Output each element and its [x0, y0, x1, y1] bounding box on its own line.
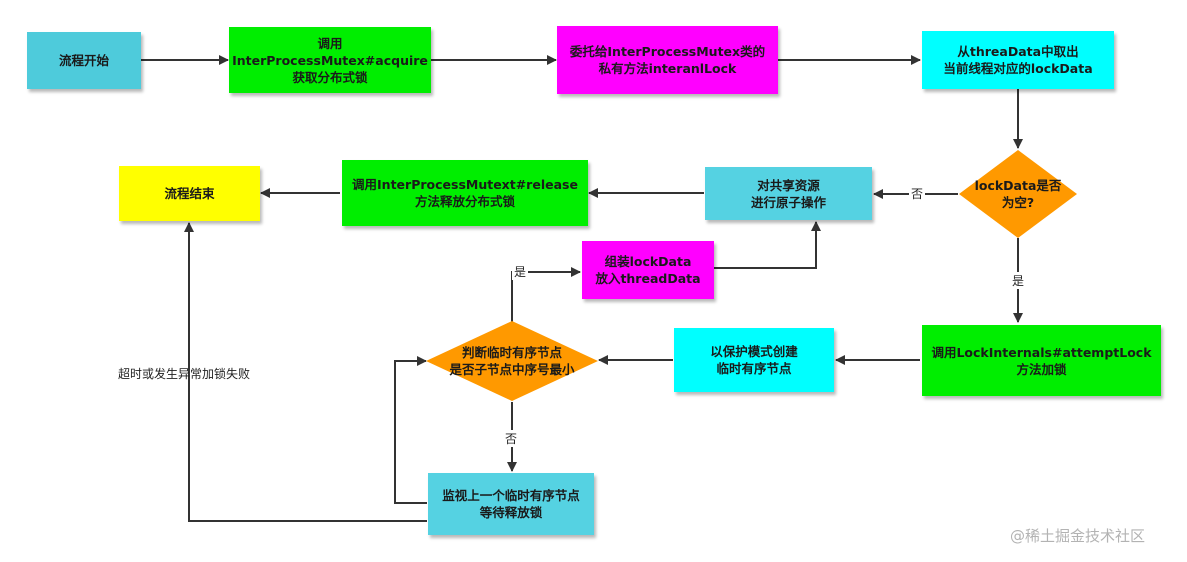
edge-label-isnull-yes: 是 — [1010, 272, 1027, 289]
assemble-node: 组装lockData 放入threadData — [582, 241, 714, 299]
watch-label-2: 等待释放锁 — [479, 505, 543, 520]
watch-node: 监视上一个临时有序节点 等待释放锁 — [428, 473, 594, 535]
watermark: @稀土掘金技术社区 — [1010, 527, 1146, 545]
acquire-node: 调用 InterProcessMutex#acquire 获取分布式锁 — [229, 27, 431, 93]
isnull-decision: lockData是否 为空? — [965, 174, 1071, 214]
start-node: 流程开始 — [27, 32, 141, 89]
create-node: 以保护模式创建 临时有序节点 — [674, 328, 834, 392]
watch-label-1: 监视上一个临时有序节点 — [442, 488, 580, 503]
create-label-2: 临时有序节点 — [716, 361, 792, 376]
acquire-label-2: InterProcessMutex#acquire — [232, 52, 428, 68]
release-node: 调用InterProcessMutext#release 方法释放分布式锁 — [342, 160, 588, 226]
delegate-label-2: 私有方法interanlLock — [598, 61, 737, 76]
fetch-node: 从threaData中取出 当前线程对应的lockData — [922, 31, 1114, 89]
edge-assemble-atomic — [714, 221, 821, 269]
end-label: 流程结束 — [164, 186, 215, 201]
release-label-2: 方法释放分布式锁 — [414, 194, 515, 209]
edge-watch-end — [184, 222, 427, 522]
assemble-label-2: 放入threadData — [595, 271, 701, 286]
assemble-label-1: 组装lockData — [604, 254, 692, 269]
judge-diamond — [426, 321, 598, 401]
isnull-label-2: 为空? — [1001, 195, 1035, 210]
atomic-label-2: 进行原子操作 — [750, 194, 826, 210]
isnull-label-1: lockData是否 — [974, 178, 1062, 193]
acquire-label-3: 获取分布式锁 — [292, 69, 368, 85]
atomic-node: 对共享资源 进行原子操作 — [705, 167, 872, 220]
delegate-label-1: 委托给InterProcessMutex类的 — [569, 44, 766, 59]
release-label-1: 调用InterProcessMutext#release — [352, 177, 578, 192]
edge-label-timeout: 超时或发生异常加锁失败 — [118, 367, 251, 381]
atomic-label-1: 对共享资源 — [757, 177, 820, 193]
edge-label-judge-yes: 是 — [512, 263, 529, 280]
acquire-label-1: 调用 — [317, 35, 343, 51]
delegate-node: 委托给InterProcessMutex类的 私有方法interanlLock — [557, 26, 778, 94]
judge-label-1: 判断临时有序节点 — [461, 345, 562, 360]
start-label: 流程开始 — [58, 53, 109, 68]
attempt-label-1: 调用LockInternals#attemptLock — [931, 344, 1152, 360]
end-node: 流程结束 — [119, 166, 260, 221]
judge-decision: 判断临时有序节点 是否子节点中序号最小 — [436, 341, 588, 381]
fetch-label-2: 当前线程对应的lockData — [943, 61, 1093, 76]
edge-label-isnull-no: 否 — [909, 185, 926, 202]
isnull-diamond — [959, 150, 1077, 238]
edge-watch-judge — [394, 356, 427, 504]
create-label-1: 以保护模式创建 — [710, 344, 798, 359]
fetch-label-1: 从threaData中取出 — [957, 44, 1079, 59]
attempt-label-2: 方法加锁 — [1016, 361, 1067, 377]
judge-label-2: 是否子节点中序号最小 — [449, 362, 575, 377]
edge-label-judge-no: 否 — [503, 430, 520, 447]
attempt-node: 调用LockInternals#attemptLock 方法加锁 — [922, 325, 1161, 396]
